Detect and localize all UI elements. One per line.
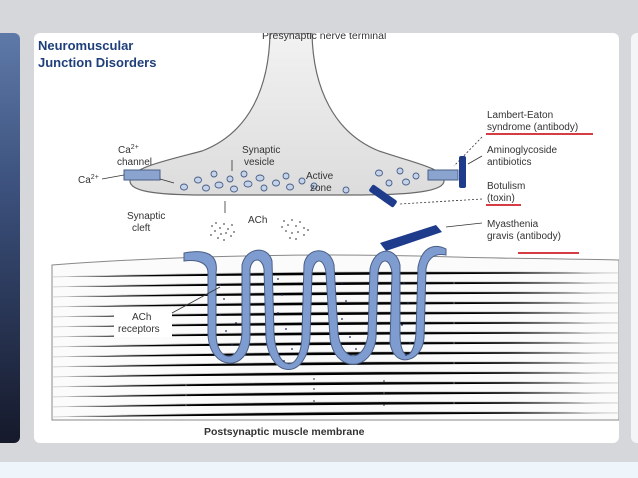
myasthenia-pointer xyxy=(445,222,483,228)
aminoglycoside-label-1: Aminoglycoside xyxy=(487,145,557,156)
ach-receptors-label-1: ACh xyxy=(132,312,151,323)
active-zone-label-2: zone xyxy=(310,183,332,194)
ach-receptor-dots xyxy=(219,278,411,362)
ach-receptors-label-bg xyxy=(114,309,172,337)
botulism-label-1: Botulism xyxy=(487,181,525,192)
nmj-diagram: Neuromuscular Junction Disorders Presyna… xyxy=(38,33,619,438)
right-adjacent-panel xyxy=(631,33,638,443)
ca-channel-pointer xyxy=(159,178,175,184)
botulism-blocker xyxy=(369,184,397,208)
synaptic-vesicles xyxy=(180,167,420,194)
botulism-label-2: (toxin) xyxy=(487,193,515,204)
bottom-strip xyxy=(0,462,638,478)
synaptic-cleft-label-1: Synaptic xyxy=(127,211,165,222)
myasthenia-label-1: Myasthenia xyxy=(487,219,539,230)
aminoglycoside-pointer xyxy=(467,155,483,165)
ca-ion-label: Ca2+ xyxy=(78,174,99,186)
myasthenia-label-2: gravis (antibody) xyxy=(487,231,561,242)
lambert-eaton-pointer xyxy=(453,136,483,167)
lambert-eaton-label-2: syndrome (antibody) xyxy=(487,122,578,133)
lambert-eaton-label-1: Lambert-Eaton xyxy=(487,110,553,121)
diagram-title-line1: Neuromuscular xyxy=(38,38,133,53)
synaptic-vesicle-label-1: Synaptic xyxy=(242,145,280,156)
ach-label: ACh xyxy=(248,215,267,226)
myasthenia-blocker xyxy=(380,225,442,251)
active-zone-label-1: Active xyxy=(306,171,334,182)
ca-ion-arrow xyxy=(101,174,125,180)
ach-receptors-pointer xyxy=(171,286,221,314)
botulism-pointer xyxy=(399,198,483,205)
left-adjacent-panel xyxy=(0,33,20,443)
ca-channel-label-1: Ca2+ xyxy=(118,144,139,156)
synaptic-vesicle-label-2: vesicle xyxy=(244,157,275,168)
ca-channel-right xyxy=(427,169,459,181)
diagram-title-line2: Junction Disorders xyxy=(38,55,156,70)
aminoglycoside-label-2: antibiotics xyxy=(487,157,531,168)
ach-receptors-label-2: receptors xyxy=(118,324,160,335)
diagram-card: Neuromuscular Junction Disorders Presyna… xyxy=(34,33,619,443)
synaptic-cleft-label-2: cleft xyxy=(132,223,151,234)
muscle-dots xyxy=(185,282,455,406)
ca-channel-label-2: channel xyxy=(117,157,152,168)
junctional-folds xyxy=(183,245,447,370)
ca-channel-left xyxy=(123,169,161,181)
ach-molecules xyxy=(210,219,309,241)
aminoglycoside-blocker xyxy=(459,156,466,188)
presynaptic-terminal xyxy=(129,33,445,196)
top-label: Presynaptic nerve terminal xyxy=(262,33,386,42)
bottom-label: Postsynaptic muscle membrane xyxy=(204,426,365,438)
